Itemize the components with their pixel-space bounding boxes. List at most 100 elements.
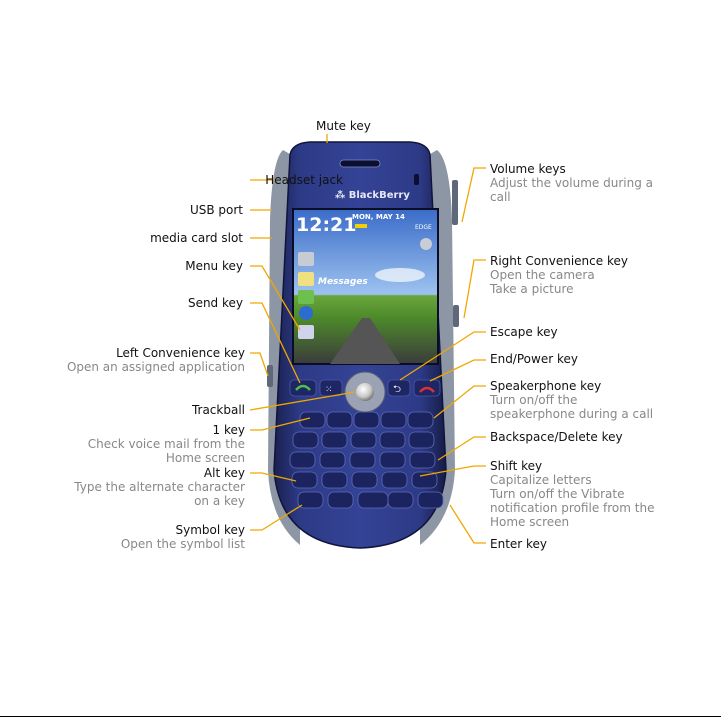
callout-speakerphone-key: Speakerphone key Turn on/off the speaker… bbox=[490, 379, 653, 421]
callout-title: USB port bbox=[189, 203, 243, 217]
keyboard-key bbox=[319, 451, 346, 469]
right-convenience-side-key bbox=[453, 305, 459, 327]
road-graphic bbox=[330, 318, 400, 364]
keyboard-key bbox=[411, 471, 438, 489]
callout-title: Menu key bbox=[185, 259, 243, 273]
callout-title: Alt key bbox=[203, 466, 245, 480]
callout-line bbox=[461, 167, 486, 223]
callout-line bbox=[429, 359, 486, 382]
callout-description: Open the symbol list bbox=[120, 537, 245, 551]
callout-line bbox=[463, 259, 486, 319]
callout-alt-key: Alt key Type the alternate character on … bbox=[74, 466, 245, 508]
callout-description: on a key bbox=[194, 494, 245, 508]
callout-enter-key: Enter key bbox=[490, 537, 547, 551]
callout-line bbox=[419, 465, 486, 477]
callout-line bbox=[449, 504, 486, 544]
keyboard-key bbox=[327, 491, 354, 509]
phone-app-icon bbox=[298, 252, 314, 266]
keyboard-key bbox=[379, 451, 406, 469]
callout-title: Enter key bbox=[490, 537, 548, 551]
callout-line bbox=[250, 417, 311, 431]
callout-description: Type the alternate character bbox=[74, 480, 245, 494]
callout-line bbox=[399, 331, 486, 381]
callout-line bbox=[250, 302, 301, 384]
callout-end-power-key: End/Power key bbox=[490, 352, 578, 366]
browser-app-icon bbox=[298, 290, 314, 304]
screen-time: 12:21 bbox=[296, 214, 356, 236]
callout-send-key: Send key bbox=[188, 296, 243, 310]
send-key-icon bbox=[295, 384, 311, 391]
callout-description: Turn on/off the bbox=[490, 393, 578, 407]
callout-line bbox=[250, 504, 303, 531]
callout-volume-keys: Volume keys Adjust the volume during a c… bbox=[490, 162, 653, 204]
left-convenience-side-key bbox=[267, 365, 273, 387]
send-key bbox=[289, 379, 317, 397]
led-indicator bbox=[414, 174, 419, 185]
callout-title: Right Convenience key bbox=[490, 254, 628, 268]
callout-description: Take a picture bbox=[490, 282, 574, 296]
callout-shift-key: Shift key Capitalize letters Turn on/off… bbox=[490, 459, 654, 529]
keyboard-key bbox=[289, 451, 316, 469]
callout-title: Symbol key bbox=[175, 523, 245, 537]
keyboard-key bbox=[408, 431, 435, 449]
callout-trackball: Trackball bbox=[192, 403, 245, 417]
callout-description: notification profile from the bbox=[490, 501, 655, 515]
keyboard-key bbox=[380, 411, 407, 429]
callout-description: Open an assigned application bbox=[66, 360, 245, 374]
keyboard-key bbox=[409, 451, 436, 469]
callout-title: End/Power key bbox=[490, 352, 578, 366]
keyboard bbox=[289, 411, 444, 509]
callout-title: Volume keys bbox=[490, 162, 566, 176]
callout-title: Speakerphone key bbox=[490, 379, 602, 393]
callout-usb-port: USB port bbox=[190, 203, 243, 217]
callout-description: Check voice mail from the bbox=[87, 437, 245, 451]
keyboard-key bbox=[321, 471, 348, 489]
keyboard-key bbox=[326, 411, 353, 429]
callout-title: Left Convenience key bbox=[116, 346, 245, 360]
media-app-icon bbox=[298, 325, 314, 339]
callout-menu-key: Menu key bbox=[185, 259, 243, 273]
keyboard-key bbox=[417, 491, 444, 509]
callout-line bbox=[250, 472, 297, 482]
screen-network: EDGE bbox=[415, 224, 432, 231]
callout-media-card-slot: media card slot bbox=[150, 231, 243, 245]
menu-key-icon: ⁙ bbox=[325, 385, 333, 395]
keyboard-key bbox=[349, 451, 376, 469]
callout-mute-key: Mute key bbox=[316, 119, 371, 133]
callout-title: Mute key bbox=[316, 119, 371, 133]
callout-description: Home screen bbox=[165, 451, 245, 465]
callout-title: Escape key bbox=[490, 325, 558, 339]
callout-escape-key: Escape key bbox=[490, 325, 558, 339]
callout-description: speakerphone during a call bbox=[490, 407, 654, 421]
callout-line bbox=[437, 436, 486, 461]
bottom-rule bbox=[0, 716, 721, 717]
cloud-graphic bbox=[375, 268, 425, 282]
callout-description: call bbox=[490, 190, 511, 204]
keyboard-key bbox=[321, 431, 348, 449]
escape-key-icon: ⮌ bbox=[393, 384, 401, 395]
callout-description: Home screen bbox=[490, 515, 570, 529]
callout-backspace-delete-key: Backspace/Delete key bbox=[490, 430, 623, 444]
earpiece bbox=[339, 159, 381, 168]
end-key-icon bbox=[419, 386, 435, 393]
callout-title: Headset jack bbox=[265, 173, 343, 187]
callout-left-convenience-key: Left Convenience key Open an assigned ap… bbox=[67, 346, 245, 374]
callout-description: Open the camera bbox=[490, 268, 595, 282]
screen-app-label: Messages bbox=[318, 277, 368, 287]
callout-line bbox=[249, 391, 356, 411]
escape-key bbox=[387, 379, 411, 397]
callout-title: media card slot bbox=[150, 231, 243, 245]
blackberry-app-icon bbox=[299, 306, 313, 320]
callout-description: Adjust the volume during a bbox=[490, 176, 653, 190]
callout-line bbox=[250, 265, 301, 331]
callout-line bbox=[250, 352, 269, 377]
speaker-icon bbox=[420, 238, 432, 250]
keyboard-key bbox=[357, 491, 389, 509]
volume-side-keys bbox=[452, 180, 458, 225]
keyboard-key bbox=[297, 491, 324, 509]
keyboard-key bbox=[350, 431, 377, 449]
callout-1-key: 1 key Check voice mail from the Home scr… bbox=[88, 423, 245, 465]
messages-app-icon bbox=[298, 272, 314, 286]
keyboard-key bbox=[292, 431, 319, 449]
